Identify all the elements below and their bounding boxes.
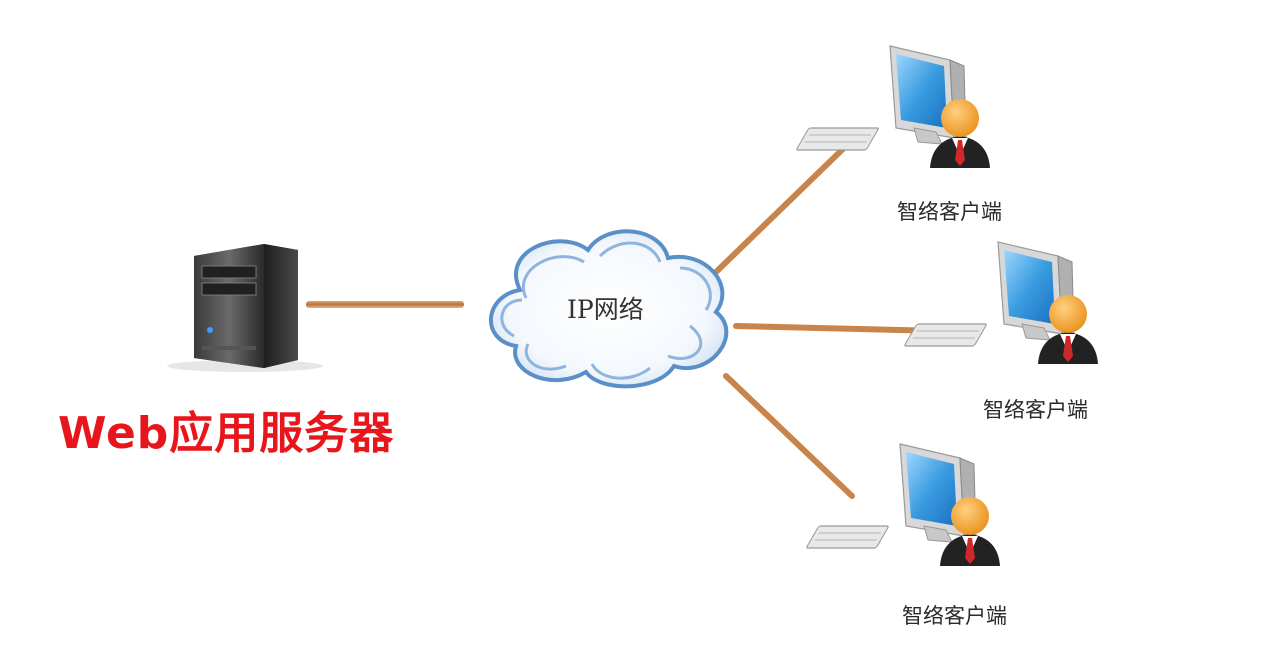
client-workstation-1 <box>795 45 991 169</box>
client-workstation-icon <box>903 241 1099 365</box>
server-label: Web应用服务器 <box>58 408 395 459</box>
client-label: 智络客户端 <box>902 604 1007 628</box>
link-cloud-to-client-2 <box>733 323 945 334</box>
network-links <box>306 143 945 499</box>
client-workstation-icon <box>805 443 1001 567</box>
network-label: IP网络 <box>567 295 644 324</box>
client-workstation-2 <box>903 241 1099 365</box>
link-cloud-to-client-1 <box>713 143 849 275</box>
server-tower-icon <box>167 244 323 372</box>
link-server-to-cloud <box>306 301 464 308</box>
client-label: 智络客户端 <box>897 200 1002 224</box>
client-workstation-3 <box>805 443 1001 567</box>
link-cloud-to-client-3 <box>723 373 855 499</box>
client-label: 智络客户端 <box>983 398 1088 422</box>
client-workstation-icon <box>795 45 991 169</box>
cloud-icon <box>488 229 729 389</box>
